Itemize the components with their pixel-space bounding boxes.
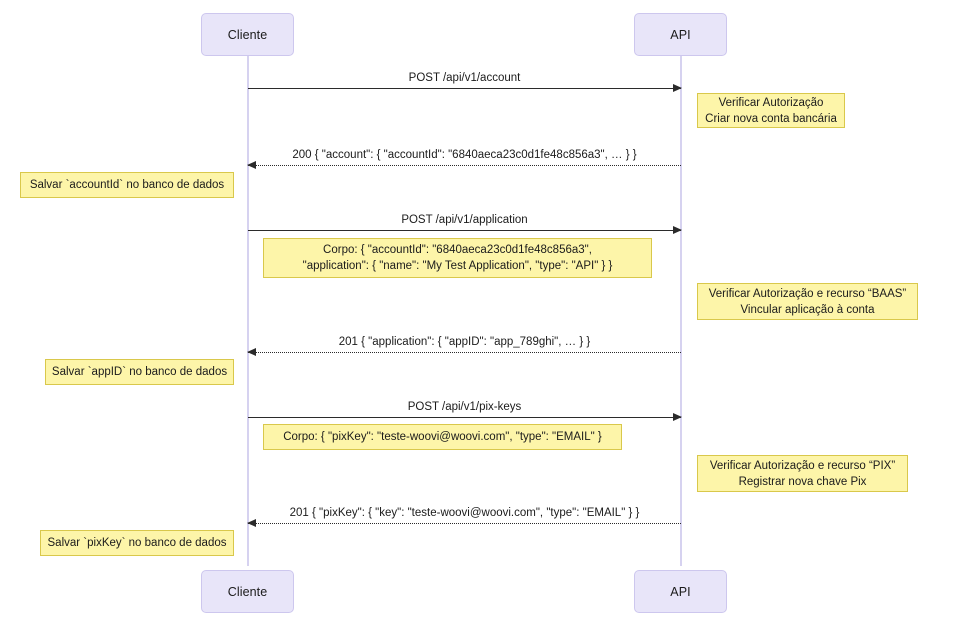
arrowhead-icon — [673, 412, 682, 421]
note-line: Verificar Autorização e recurso “PIX” — [709, 459, 896, 472]
note-line: Salvar `pixKey` no banco de dados — [47, 537, 227, 549]
participant-label: API — [670, 27, 691, 42]
note-line: Salvar `accountId` no banco de dados — [29, 179, 225, 191]
note-line: Verificar Autorização e recurso “BAAS” — [708, 287, 907, 300]
message-line — [248, 523, 681, 524]
message-label: POST /api/v1/pix-keys — [407, 401, 522, 413]
note-line: Corpo: { "pixKey": "teste-woovi@woovi.co… — [283, 431, 602, 443]
note-line: Salvar `appID` no banco de dados — [51, 366, 228, 378]
note-corpo-application: Corpo: { "accountId": "6840aeca23c0d1fe4… — [263, 238, 652, 278]
message-label: POST /api/v1/application — [401, 214, 528, 226]
note-salvar-pixkey: Salvar `pixKey` no banco de dados — [40, 530, 234, 556]
arrowhead-icon — [247, 160, 256, 169]
arrowhead-icon — [247, 347, 256, 356]
note-corpo-pixkey: Corpo: { "pixKey": "teste-woovi@woovi.co… — [263, 424, 622, 450]
note-verificar-baas: Verificar Autorização e recurso “BAAS” V… — [697, 283, 918, 320]
arrowhead-icon — [247, 518, 256, 527]
note-line: Criar nova conta bancária — [705, 112, 837, 125]
message-label: 201 { "pixKey": { "key": "teste-woovi@wo… — [289, 507, 640, 519]
note-line: "application": { "name": "My Test Applic… — [302, 260, 613, 272]
participant-label: Cliente — [227, 27, 268, 42]
message-label: POST /api/v1/account — [408, 72, 521, 84]
note-line: Vincular aplicação à conta — [740, 303, 875, 316]
note-line: Verificar Autorização — [718, 96, 824, 109]
lifeline-api — [680, 56, 682, 566]
participant-label: Cliente — [227, 584, 268, 599]
participant-client-top[interactable]: Cliente — [201, 13, 294, 56]
message-label: 200 { "account": { "accountId": "6840aec… — [292, 149, 637, 161]
note-line: Corpo: { "accountId": "6840aeca23c0d1fe4… — [323, 244, 592, 256]
arrowhead-icon — [673, 83, 682, 92]
participant-api-bottom[interactable]: API — [634, 570, 727, 613]
message-line — [248, 417, 681, 418]
participant-client-bottom[interactable]: Cliente — [201, 570, 294, 613]
message-line — [248, 352, 681, 353]
note-verificar-autorizacao-conta: Verificar Autorização Criar nova conta b… — [697, 93, 845, 128]
note-salvar-accountid: Salvar `accountId` no banco de dados — [20, 172, 234, 198]
arrowhead-icon — [673, 225, 682, 234]
note-salvar-appid: Salvar `appID` no banco de dados — [45, 359, 234, 385]
note-verificar-pix: Verificar Autorização e recurso “PIX” Re… — [697, 455, 908, 492]
participant-label: API — [670, 584, 691, 599]
message-label: 201 { "application": { "appID": "app_789… — [338, 336, 591, 348]
message-line — [248, 88, 681, 89]
message-line — [248, 165, 681, 166]
participant-api-top[interactable]: API — [634, 13, 727, 56]
message-line — [248, 230, 681, 231]
note-line: Registrar nova chave Pix — [738, 475, 867, 488]
lifeline-client — [247, 56, 249, 566]
